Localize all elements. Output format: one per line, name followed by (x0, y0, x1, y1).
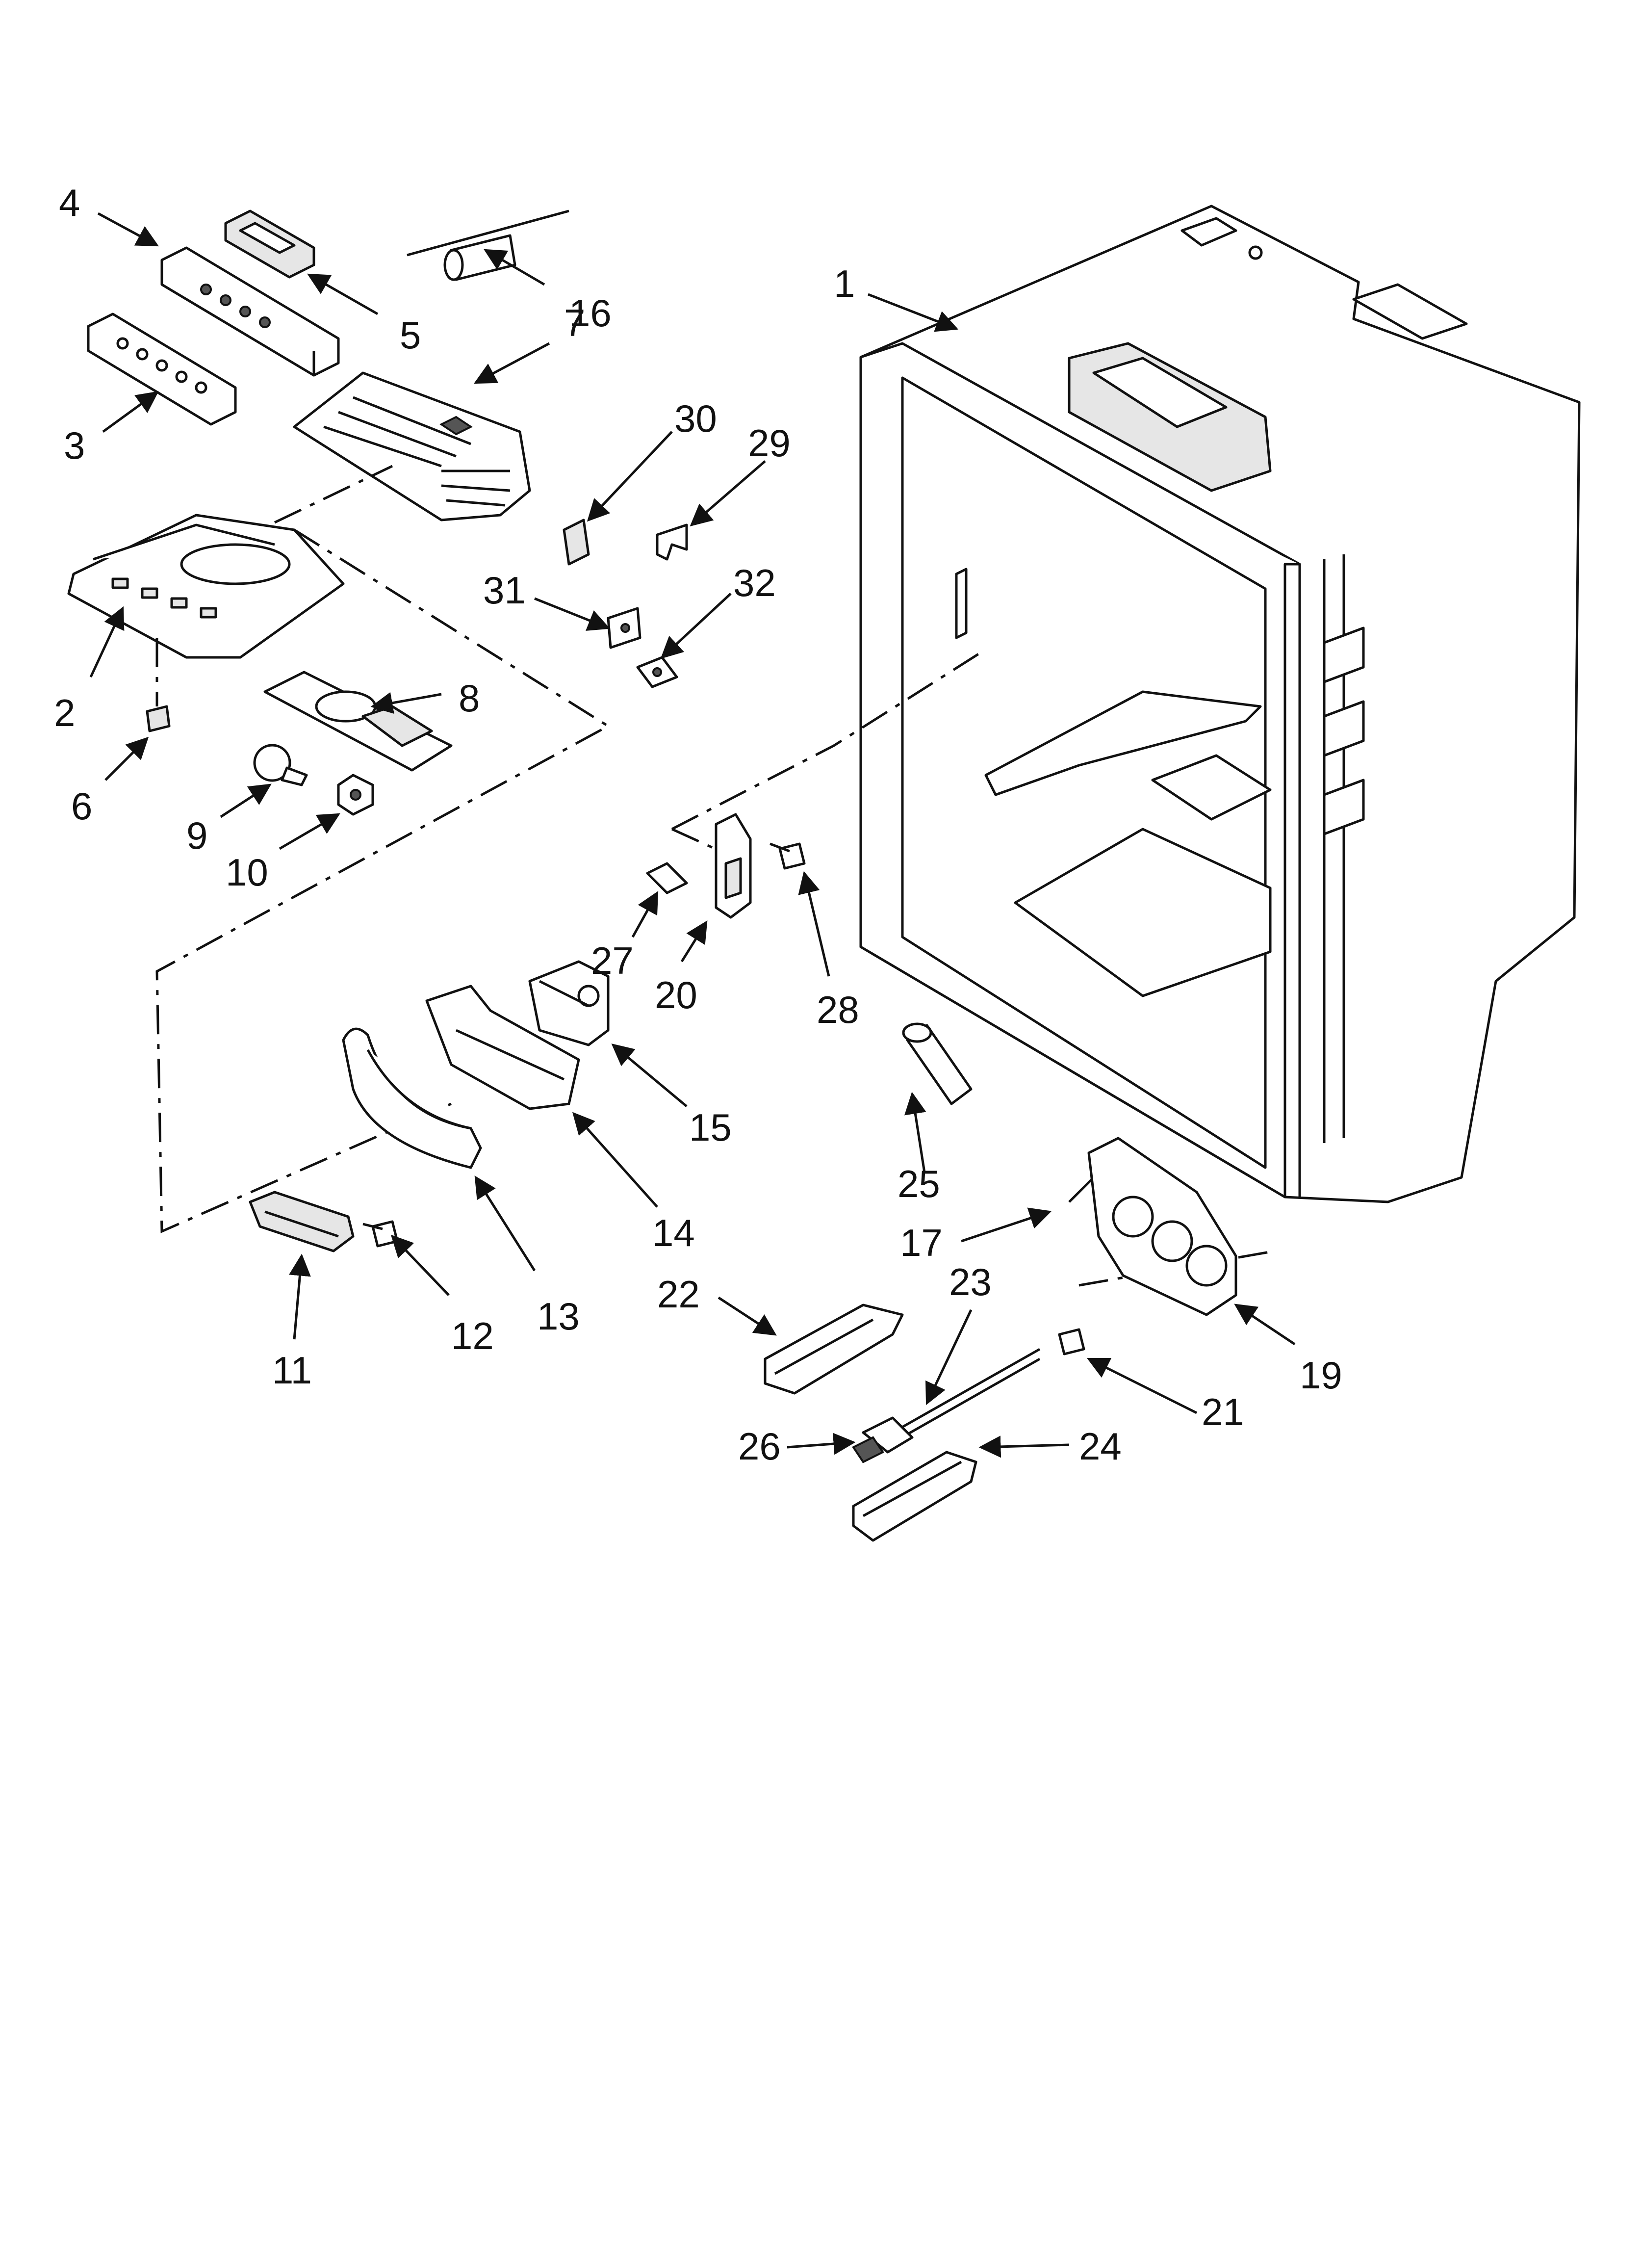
part-11-drip-tray[interactable] (249, 1191, 355, 1252)
callout-2: 2 (54, 691, 75, 734)
part-31-bracket[interactable] (607, 607, 641, 649)
callout-9: 9 (186, 814, 207, 857)
part-30-clip[interactable] (563, 519, 590, 566)
callout-24: 24 (1079, 1425, 1122, 1468)
part-23-heater-wire[interactable] (892, 1348, 1041, 1441)
callout-21: 21 (1202, 1390, 1244, 1434)
part-32-clip[interactable] (636, 656, 678, 688)
callout-6: 6 (71, 784, 92, 828)
callout-10: 10 (226, 851, 268, 894)
callout-19: 19 (1300, 1354, 1342, 1397)
callout-3: 3 (64, 424, 85, 467)
part-27-clip[interactable] (646, 862, 688, 894)
part-4-control-box[interactable] (160, 246, 340, 377)
callout-16: 16 (569, 291, 612, 335)
part-1-cabinet-liner[interactable] (859, 205, 1581, 1203)
part-16-cylinder[interactable] (407, 209, 569, 281)
callout-14: 14 (652, 1211, 695, 1254)
callout-32: 32 (733, 561, 776, 604)
part-15-water-valve[interactable] (528, 960, 610, 1046)
part-2-light-housing[interactable] (67, 514, 345, 659)
assembly-line-upper (155, 465, 611, 1233)
part-3-overlay[interactable] (87, 313, 237, 426)
callout-25: 25 (898, 1162, 940, 1205)
callout-7: 7 (564, 301, 585, 344)
part-17-fill-tube[interactable] (1068, 1137, 1237, 1316)
callout-23: 23 (949, 1260, 992, 1303)
callout-13: 13 (537, 1295, 580, 1338)
part-24-cover[interactable] (852, 1451, 977, 1542)
callout-8: 8 (459, 677, 480, 720)
part-7-air-diffuser[interactable] (293, 371, 531, 521)
part-22-filter-bracket[interactable] (764, 1303, 904, 1395)
part-9-bulb[interactable] (253, 744, 308, 786)
part-5-control-housing[interactable] (224, 209, 315, 279)
callout-29: 29 (748, 421, 791, 465)
assembly-line-lower (1078, 1250, 1276, 1287)
part-13-ice-chute[interactable] (342, 1027, 482, 1169)
callout-15: 15 (689, 1106, 732, 1149)
part-12-screw[interactable] (362, 1220, 399, 1248)
part-20-thermistor-housing[interactable] (715, 813, 752, 919)
part-26-connector[interactable] (852, 1416, 914, 1463)
callout-27: 27 (591, 939, 634, 982)
callout-30: 30 (674, 397, 717, 440)
assembly-line-cabinet (671, 651, 982, 855)
part-29-bracket[interactable] (656, 523, 688, 561)
part-10-socket[interactable] (337, 774, 374, 816)
part-21-screw[interactable] (1058, 1328, 1085, 1356)
callout-20: 20 (655, 973, 697, 1017)
callout-17: 17 (900, 1221, 943, 1264)
part-25-filter-cap[interactable] (902, 1022, 973, 1105)
callout-4: 4 (59, 181, 80, 224)
callout-5: 5 (400, 313, 421, 357)
callout-1: 1 (834, 262, 855, 305)
part-6-switch[interactable] (146, 638, 171, 732)
part-8-lens[interactable] (263, 671, 453, 772)
callout-26: 26 (738, 1425, 781, 1468)
leader-lines (89, 212, 1296, 1458)
part-28-screw[interactable] (770, 842, 806, 870)
part-14-funnel[interactable] (425, 985, 580, 1110)
callout-31: 31 (483, 569, 526, 612)
callout-labels: 1 2 3 4 5 6 7 8 9 10 11 12 13 14 15 16 1… (54, 181, 1342, 1468)
callout-12: 12 (451, 1314, 494, 1357)
callout-28: 28 (817, 988, 859, 1031)
callout-22: 22 (657, 1273, 700, 1316)
callout-11: 11 (272, 1349, 312, 1392)
